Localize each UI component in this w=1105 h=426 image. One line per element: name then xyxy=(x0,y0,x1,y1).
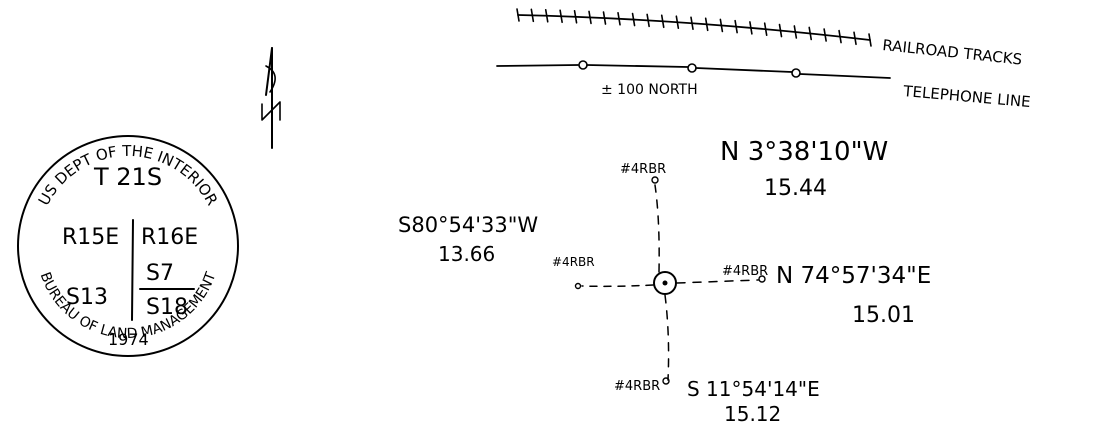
rail-tie xyxy=(617,11,621,26)
year-label: 1974 xyxy=(108,330,149,349)
distance-north: 15.44 xyxy=(764,176,827,201)
rail-tie xyxy=(660,14,665,29)
section-sw-label: S13 xyxy=(66,285,108,310)
rail-tie xyxy=(778,23,783,38)
rail-tie xyxy=(631,12,636,27)
rail-tie xyxy=(838,29,842,44)
bearing-east: N 74°57'34"E xyxy=(776,263,931,289)
distance-west: 13.66 xyxy=(438,242,495,266)
witness-mark-north xyxy=(651,176,659,184)
railroad-label: RAILROAD TRACKS xyxy=(882,36,1023,69)
tie-diagram: #4RBR N 3°38'10"W 15.44 #4RBR N 74°57'34… xyxy=(398,137,931,426)
rail-tie xyxy=(853,31,857,46)
telephone-label: TELEPHONE LINE xyxy=(902,82,1032,111)
section-se-label: S18 xyxy=(146,295,188,320)
section-ne-label: S7 xyxy=(146,261,174,286)
marker-north: #4RBR xyxy=(620,162,666,177)
rail-tie xyxy=(763,22,768,36)
township-label: T 21S xyxy=(93,163,162,191)
rail-tie xyxy=(573,10,578,24)
witness-mark-south xyxy=(662,377,670,385)
distance-east: 15.01 xyxy=(852,303,915,328)
bearing-south: S 11°54'14"E xyxy=(687,377,820,401)
bearing-north: N 3°38'10"W xyxy=(720,137,888,167)
rail-tie xyxy=(704,17,709,32)
rail-tie xyxy=(602,11,607,25)
rail-tie xyxy=(588,10,592,25)
rail-tie xyxy=(793,25,798,39)
rail-tie xyxy=(544,8,549,23)
distance-south: 15.12 xyxy=(724,402,781,426)
rail-tie xyxy=(530,8,535,23)
tie-line-south xyxy=(664,294,670,381)
marker-south: #4RBR xyxy=(614,379,660,394)
rail-tie xyxy=(675,15,680,30)
rail-tie xyxy=(646,13,650,28)
witness-mark-east xyxy=(758,275,766,283)
north-arrow-icon xyxy=(261,47,281,149)
rail-tie xyxy=(516,8,520,22)
tie-line-east xyxy=(676,279,759,284)
rail-tie xyxy=(719,18,724,33)
rail-tie xyxy=(823,28,827,42)
rail-tie xyxy=(749,21,753,35)
tie-line-west xyxy=(581,284,654,288)
rail-tie xyxy=(690,16,694,31)
range-east-label: R16E xyxy=(141,225,198,250)
monument-symbol xyxy=(653,271,677,295)
rail-tie xyxy=(734,19,738,34)
tie-line-north xyxy=(654,184,660,273)
marker-west: #4RBR xyxy=(552,255,595,269)
rail-tie xyxy=(808,26,813,41)
rail-tie xyxy=(868,33,872,47)
offset-note: ± 100 NORTH xyxy=(601,82,698,98)
rail-tie xyxy=(559,9,563,24)
bearing-west: S80°54'33"W xyxy=(398,213,538,237)
witness-mark-west xyxy=(574,282,582,290)
railroad-tracks: RAILROAD TRACKS xyxy=(516,8,1023,69)
range-west-label: R15E xyxy=(62,225,119,250)
monument-cap: US DEPT OF THE INTERIOR BUREAU OF LAND M… xyxy=(17,135,239,357)
telephone-line: ± 100 NORTH TELEPHONE LINE xyxy=(496,60,1032,111)
marker-east: #4RBR xyxy=(722,264,768,279)
